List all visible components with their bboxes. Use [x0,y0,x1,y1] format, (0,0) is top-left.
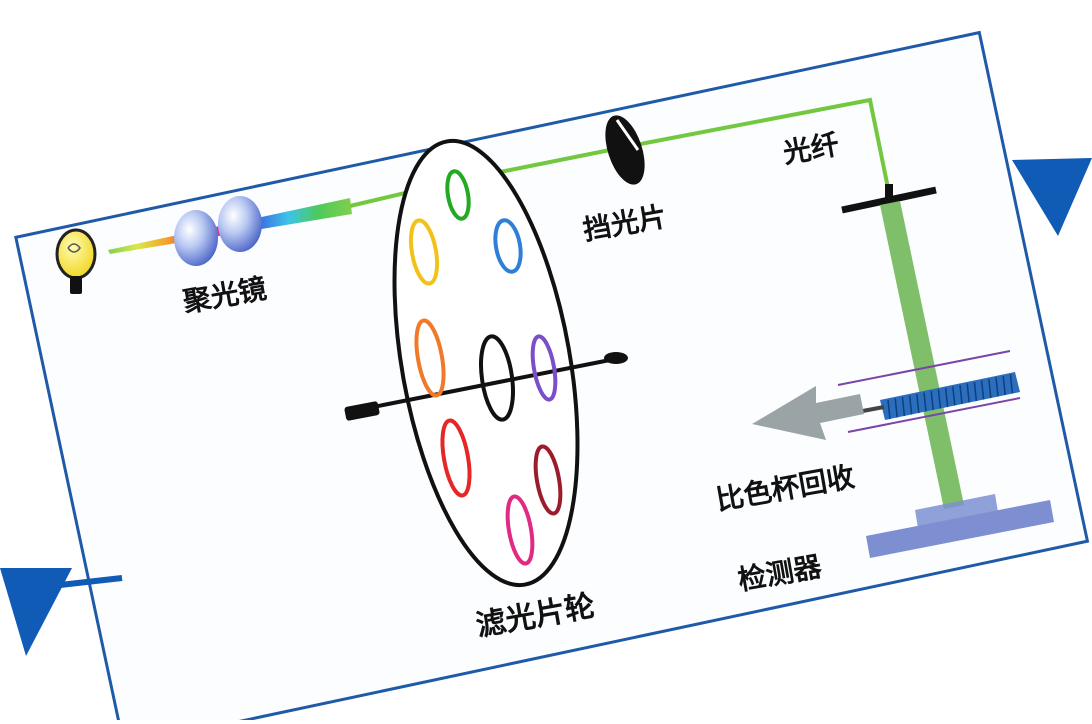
left-pointer-arrow-icon [0,568,72,656]
cuvette-tick [1002,375,1006,396]
lens-icon [174,196,262,266]
shutter-icon [605,115,645,185]
filter-slot [408,218,440,286]
filter-slot [533,444,563,516]
cuvette-tick [887,399,891,420]
cuvette-tick [930,390,934,411]
cuvette-tick [944,387,949,408]
detector-block [866,494,1054,558]
cuvette-tick [988,378,992,399]
cuvette-tick [966,383,970,403]
filter-slot [493,218,523,274]
cuvette-tick [959,384,963,405]
beam-column [880,201,964,509]
filter-slot [440,418,472,498]
left-pointer-line [59,575,123,588]
fiber-mount-bar [841,186,937,214]
cuvette-tick [1009,374,1014,394]
cuvette-tick [923,392,927,412]
return-arrow-icon [752,386,864,440]
cuvette-tick [908,395,913,415]
cuvette-tick [916,393,920,414]
cuvette-tick [980,380,985,400]
right-pointer-arrow-icon [1012,158,1092,236]
cuvette-tick [901,396,906,417]
cuvette-tick [995,377,999,397]
cuvette-tick [894,398,898,418]
filter-wheel [344,138,628,588]
lamp-icon [55,228,97,294]
filter-slot [445,169,471,221]
cuvette-tick [952,386,956,406]
cuvette-tick [973,381,978,402]
filter-slot [505,494,535,566]
cuvette-tick [937,389,942,409]
filter-slot [530,334,558,402]
filter-slot [414,318,446,398]
